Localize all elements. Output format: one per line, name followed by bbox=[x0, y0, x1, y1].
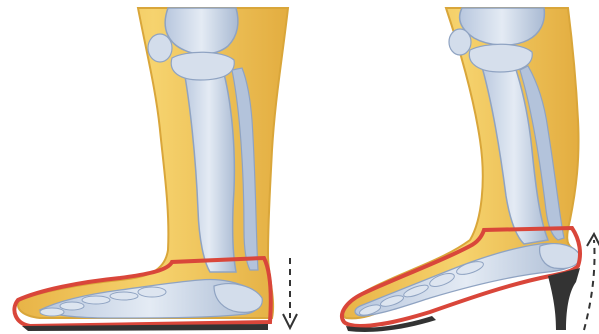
tibia-head bbox=[469, 44, 532, 72]
high-heel-stiletto bbox=[548, 268, 580, 330]
panel-high-heel bbox=[342, 8, 599, 332]
up-arrow-icon bbox=[584, 234, 599, 330]
patella-bone bbox=[449, 29, 471, 55]
panel-flat-shoe bbox=[14, 8, 297, 331]
patella-bone bbox=[148, 34, 172, 62]
down-arrow-icon bbox=[283, 258, 297, 328]
tibia-head bbox=[171, 52, 234, 80]
